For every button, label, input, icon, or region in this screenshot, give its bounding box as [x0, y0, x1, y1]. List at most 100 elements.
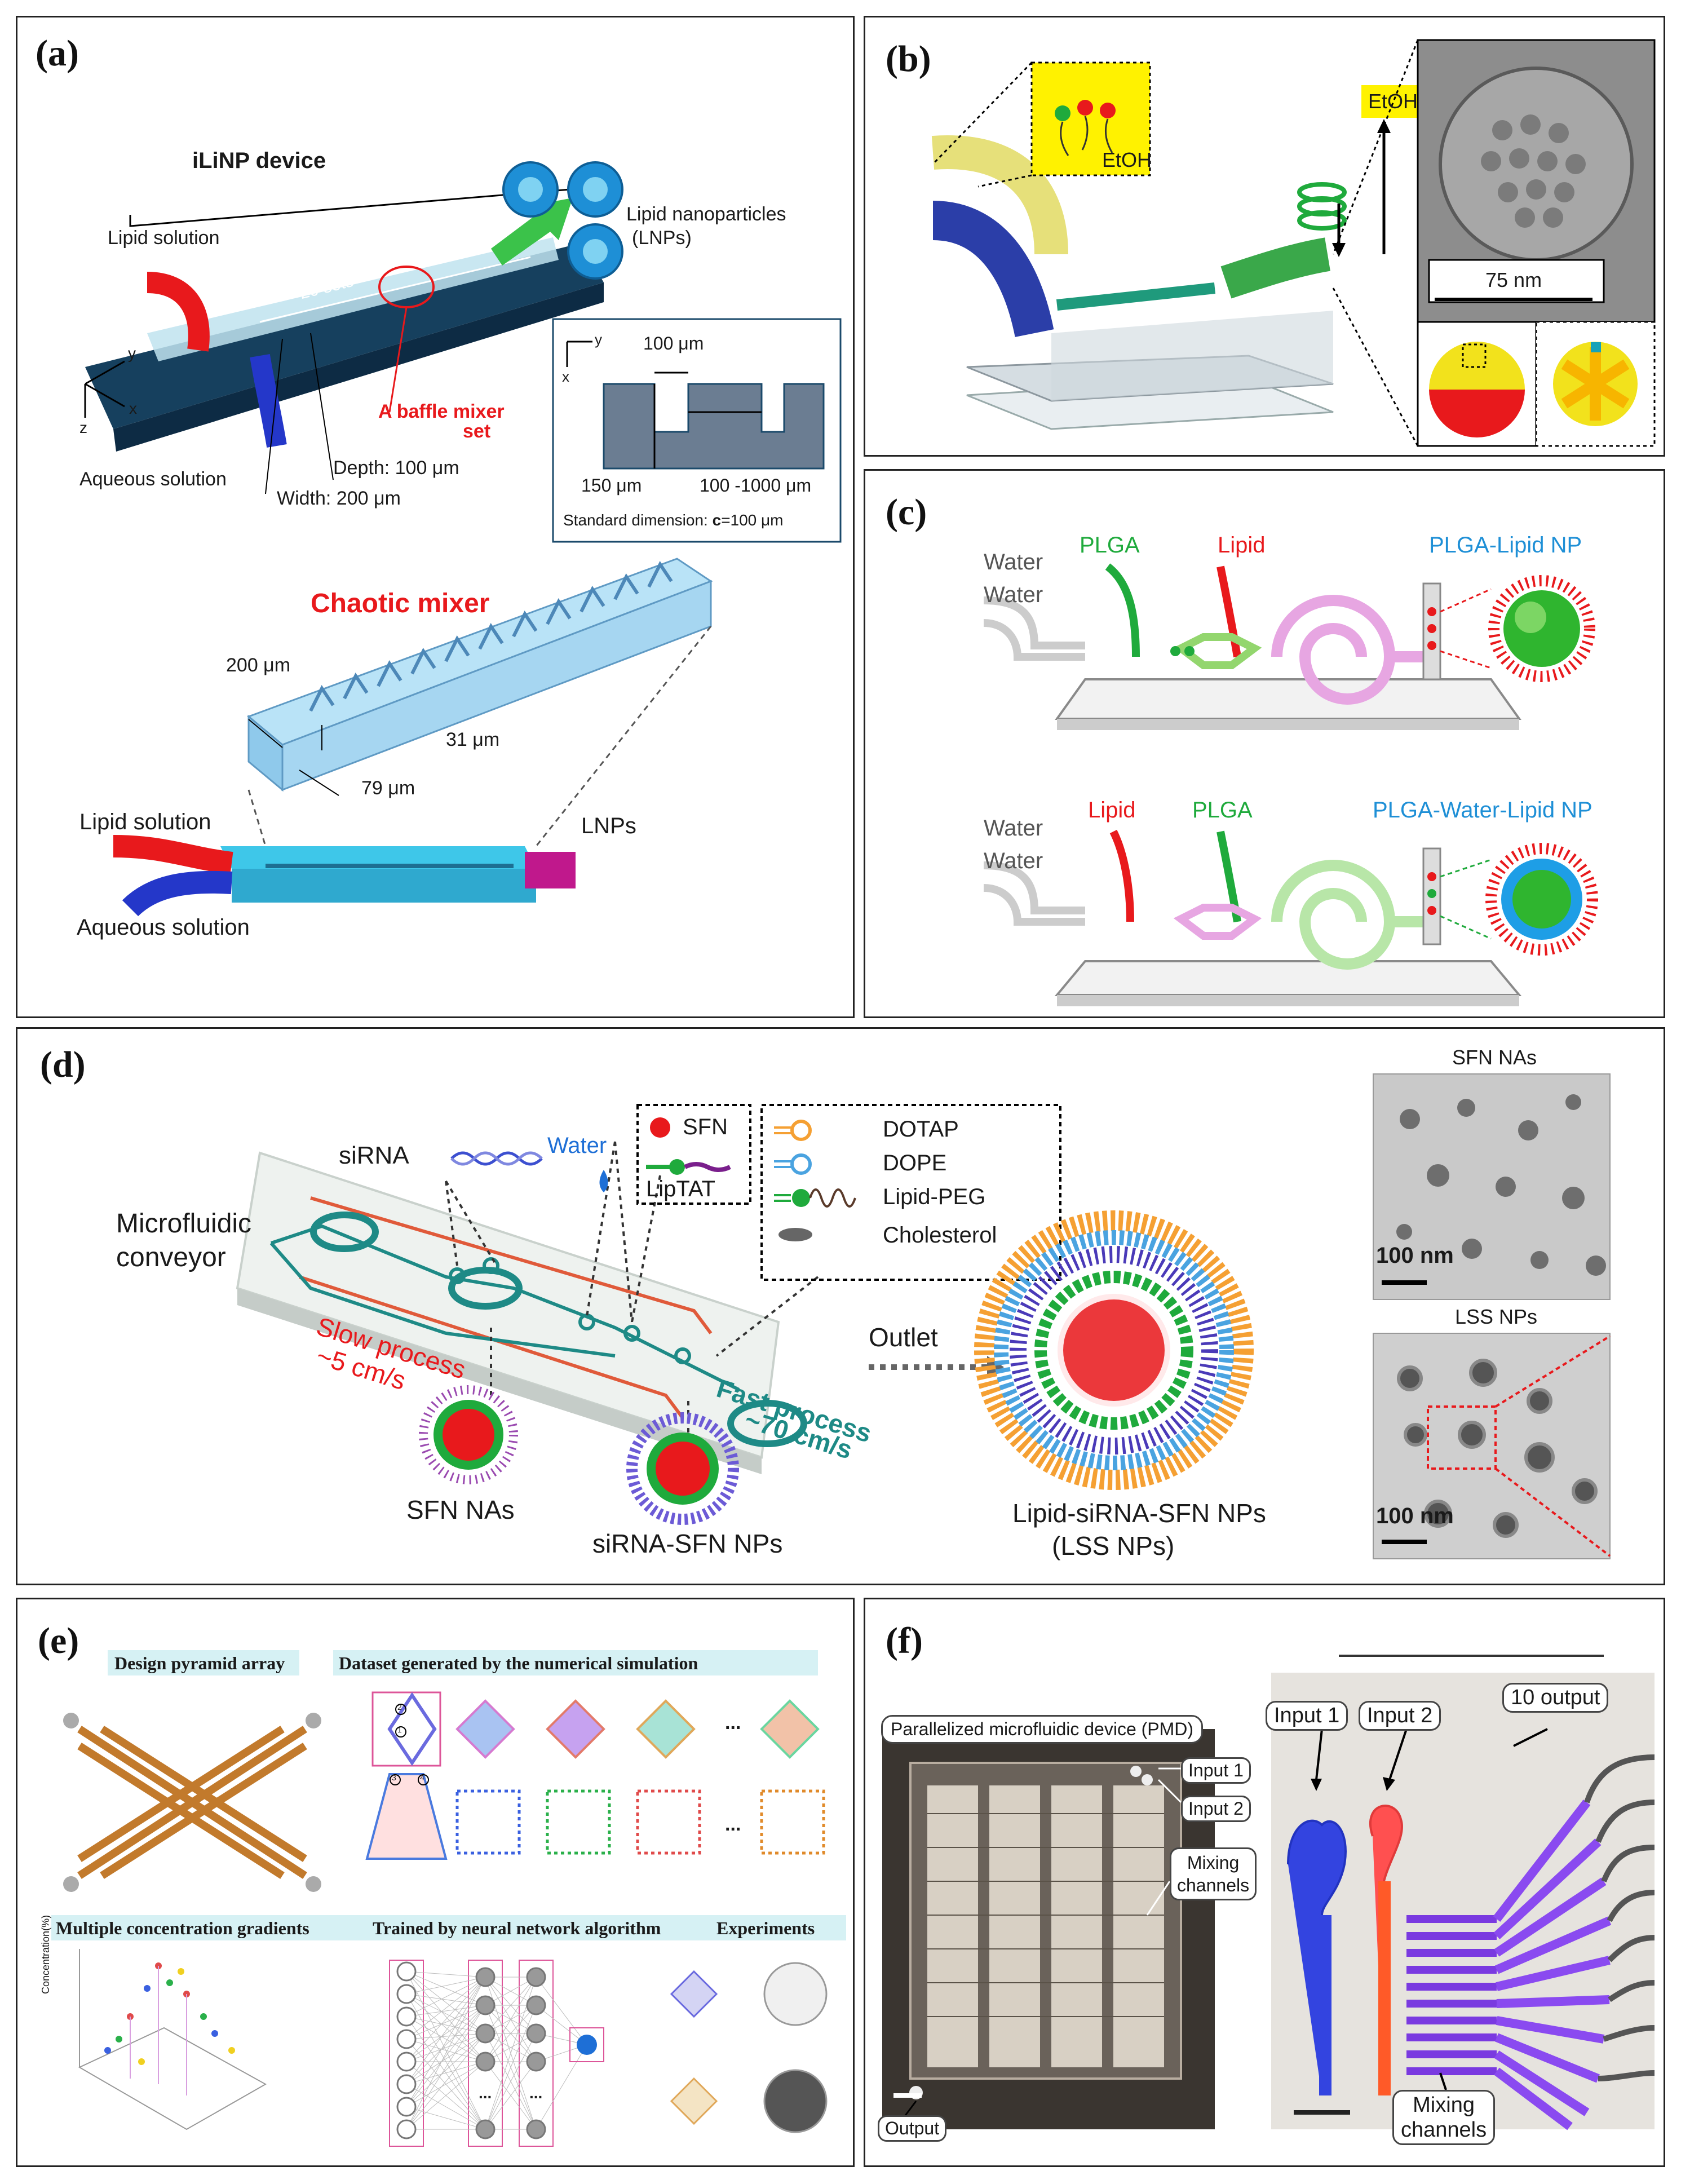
chaotic-aqueous-tube [122, 870, 233, 917]
right-mixing-callout: Mixing channels [1392, 2090, 1496, 2145]
lipid-peg-icon [792, 1189, 810, 1207]
lss-nps-particle [974, 1210, 1254, 1490]
inset-x-label: x [562, 368, 569, 385]
chaotic-dim-200: 200 μm [226, 655, 291, 676]
input1-reservoir [1287, 1819, 1347, 2095]
chaotic-aqueous-label: Aqueous solution [77, 915, 250, 940]
simulation-row-2 [365, 1773, 825, 1860]
chaotic-lipid-label: Lipid solution [79, 810, 211, 834]
concentration-3d-plot [78, 1949, 267, 2130]
device-title: iLiNP device [192, 148, 326, 173]
nn-hidden-layer-1 [475, 1967, 496, 2139]
lnp-spheres [502, 161, 623, 280]
outlet-tube [1220, 237, 1331, 299]
trained-header: Trained by neural network algorithm [373, 1918, 661, 1938]
panel-d-label: (d) [40, 1044, 86, 1085]
chaotic-dim-31: 31 μm [446, 729, 500, 750]
panel-f-drawing [882, 1655, 1655, 2130]
tem2-scale: 100 nm [1376, 1504, 1454, 1528]
ethanol-inset-label: EtOH [1102, 148, 1152, 171]
lss-label-2: (LSS NPs) [1052, 1531, 1175, 1560]
plot-ylabel: Concentration(%) [40, 1915, 51, 1994]
panel-e-label: (e) [38, 1620, 79, 1661]
multiple-header: Multiple concentration gradients [56, 1918, 309, 1938]
mixing-channel [1056, 282, 1216, 311]
multiple-header-bg [51, 1915, 367, 1940]
c-lipid-bottom: Lipid [1088, 798, 1136, 823]
right-input2-callout: Input 2 [1359, 1701, 1441, 1731]
aqueous-tube [932, 201, 1054, 338]
sfn-nas-particle [419, 1385, 518, 1484]
pyramid-array-design [77, 1726, 307, 1879]
experiment-image-2 [763, 2069, 828, 2133]
etoh-box [1361, 85, 1423, 118]
dataset-header: Dataset generated by the numerical simul… [339, 1653, 698, 1673]
scale-bar-label: 75 nm [1485, 268, 1542, 291]
pmd-input1-callout: Input 1 [1181, 1757, 1251, 1784]
experiments-header-bg [711, 1915, 846, 1940]
right-output-callout: 10 output [1502, 1683, 1609, 1713]
outlet-label: Outlet [869, 1323, 938, 1352]
panel-b-label: (b) [886, 38, 931, 79]
trained-header-bg [367, 1915, 711, 1940]
sirna-sfn-particle [626, 1412, 739, 1525]
panel-c-drawing [983, 563, 1598, 1006]
inset-dim-range: 100 -1000 μm [700, 475, 812, 496]
pmd-mixing-channels [927, 1785, 1164, 2067]
inset-dim-100: 100 μm [643, 333, 704, 353]
lipid-molecules [1055, 100, 1116, 156]
nn-dots-1: ... [479, 2084, 492, 2102]
sirna-label: siRNA [339, 1142, 409, 1169]
lnps-name-label: Lipid nanoparticles [626, 204, 786, 225]
panel-b-drawing [931, 39, 1656, 447]
chaotic-device-top [220, 846, 536, 869]
lipid-inlet [1216, 565, 1241, 658]
panel-f: (f) [864, 1598, 1665, 2167]
outlet-spiral [727, 1400, 807, 1447]
sirna-sfn-label: siRNA-SFN NPs [592, 1529, 783, 1558]
legend-dope: DOPE [883, 1151, 947, 1175]
plga-inlet [1105, 563, 1140, 657]
experiment-image-1 [763, 1962, 828, 2026]
c-water-1: Water [984, 550, 1043, 574]
water-label: Water [547, 1133, 607, 1158]
c-plga-top: PLGA [1080, 533, 1140, 558]
lnps-outlet [525, 852, 576, 888]
panel-c: (c) [864, 469, 1665, 1018]
chaotic-lnps-label: LNPs [581, 814, 636, 838]
herringbone-grooves [309, 561, 673, 712]
panel-e-drawing [51, 1650, 846, 2147]
c-water-4: Water [984, 848, 1043, 873]
sfn-nas-label: SFN NAs [406, 1495, 515, 1524]
legend-dotap: DOTAP [883, 1117, 959, 1142]
chaotic-lipid-tube [113, 835, 233, 874]
c-np-bottom: PLGA-Water-Lipid NP [1373, 798, 1592, 823]
inset-standard-dimension: Standard dimension: c=100 μm [563, 511, 784, 529]
plga-water-lipid-np-core [1512, 870, 1571, 929]
axes-icon [84, 360, 125, 418]
neural-network [389, 1960, 587, 2147]
experiments-header: Experiments [716, 1918, 815, 1938]
sfn-icon [650, 1117, 670, 1138]
design-header-bg [108, 1650, 299, 1675]
lipid-solution-label: Lipid solution [108, 227, 220, 249]
simulation-row-1 [371, 1691, 820, 1767]
pmd-mixing-callout: Mixing channels [1170, 1847, 1257, 1900]
baffle-label-1: A baffle mixer [378, 401, 505, 422]
half-sphere-model [1429, 390, 1525, 437]
chaotic-mixer-title: Chaotic mixer [311, 589, 490, 618]
legend-liptat: LipTAT [646, 1177, 715, 1201]
panel-a: (a) [16, 16, 855, 1018]
axis-x-label: x [129, 400, 137, 417]
experiment-chip-1 [670, 1970, 718, 2018]
right-mixing-channels [1406, 1915, 1497, 2075]
c-water-3: Water [984, 816, 1043, 841]
spiral-mixer [1271, 595, 1396, 705]
plga-lipid-np-shell [1488, 575, 1595, 682]
ethanol-zoom-inset [1030, 61, 1151, 176]
tem1-scale: 100 nm [1376, 1243, 1454, 1268]
etoh-box-label: EtOH [1368, 90, 1418, 113]
ilinp-device-base [85, 243, 604, 429]
chaotic-device-body [232, 869, 536, 903]
design-header: Design pyramid array [114, 1653, 285, 1673]
